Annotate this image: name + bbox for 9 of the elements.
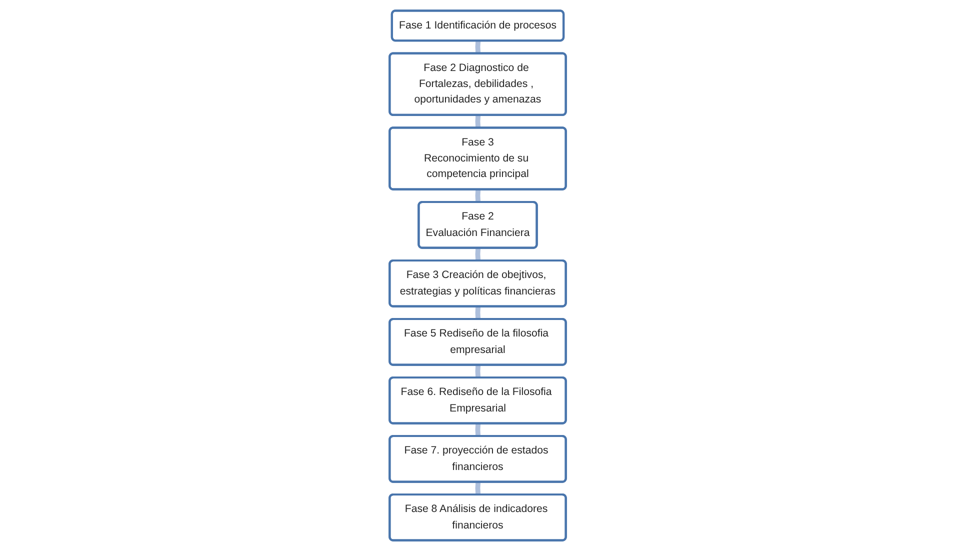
connector xyxy=(476,40,481,54)
connector xyxy=(476,306,481,320)
connector xyxy=(476,365,481,378)
connector xyxy=(476,190,481,202)
connector xyxy=(476,424,481,436)
connector xyxy=(476,115,481,128)
connector xyxy=(476,248,481,261)
flowchart: Fase 1 Identificación de procesos Fase 2 Diagnostico de Fortalezas, debilidades , oportunidades y amenazas Fase 3 Reconocimiento de su competencia principal Fase 2 Evaluación Financiera Fase 3 Creación de obejtivos, estrategias y políticas financieras Fase 5 Rediseño de la filosofia empresarial Fase 6. Rediseño de la Filosofia Empresarial Fase 7. proyección de estados financieros Fase 8 Análisis de indicadores financieros xyxy=(384,5,572,546)
connector xyxy=(476,482,481,495)
